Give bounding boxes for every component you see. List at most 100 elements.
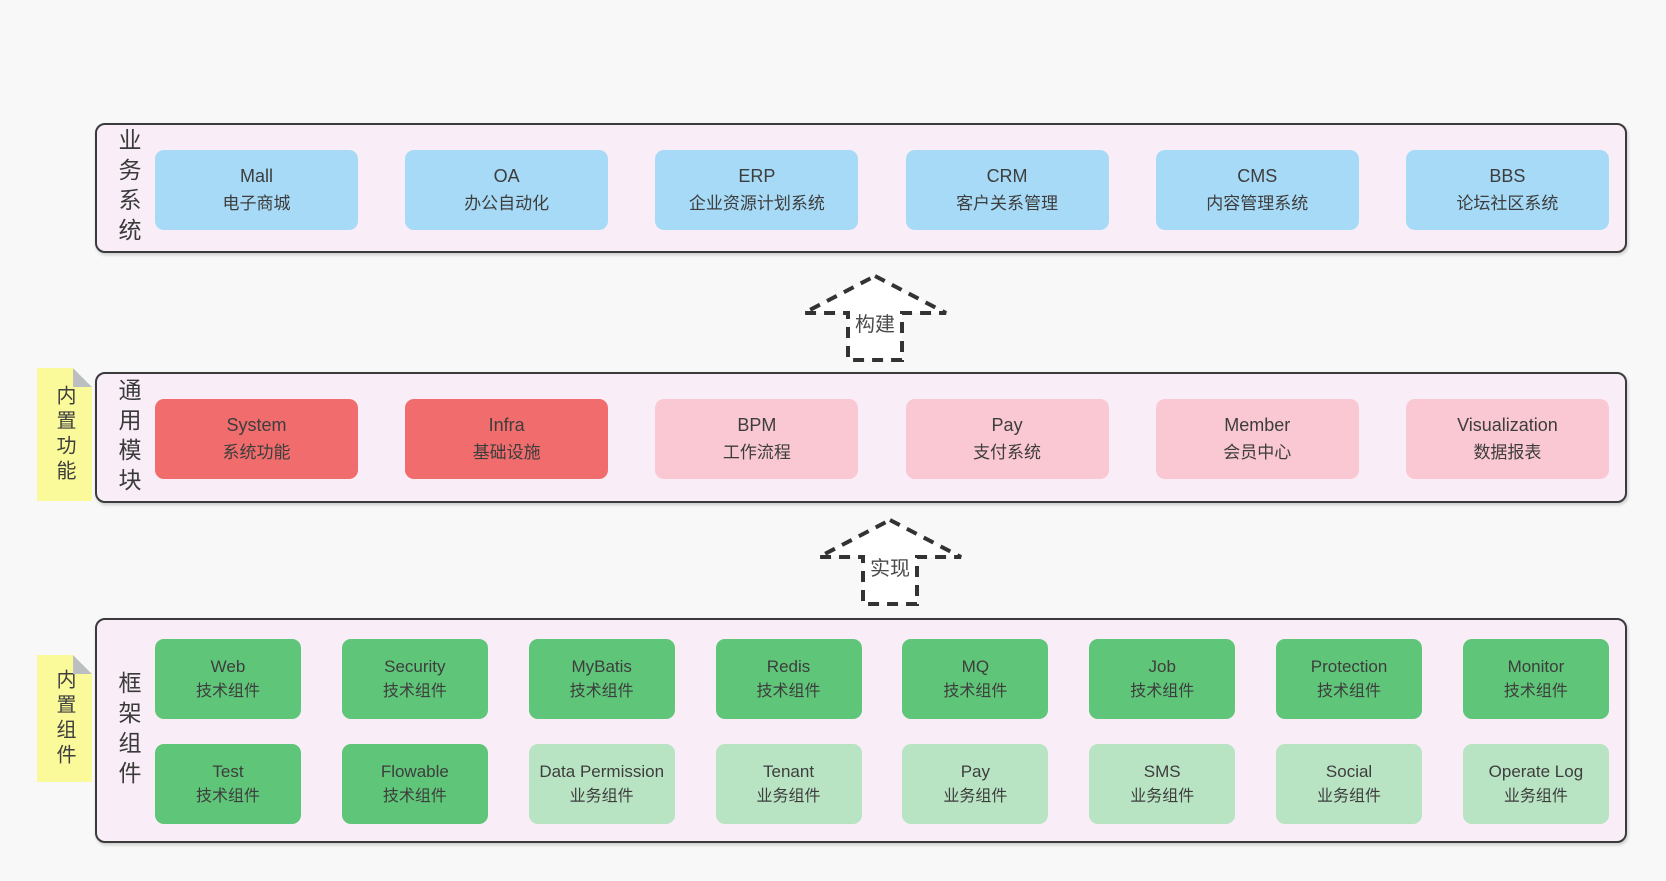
box-crm-en: CRM [986,166,1028,186]
box-bbs-zh: 论坛社区系统 [1456,194,1559,213]
box-mq-zh: 技术组件 [943,683,1008,700]
box-security-zh: 技术组件 [382,683,447,700]
box-crm-zh: 客户关系管理 [956,194,1059,213]
box-job-en: Job [1148,657,1176,676]
box-erp: ERP 企业资源计划系统 [655,150,859,230]
box-sms-en: SMS [1143,762,1181,781]
box-mall-en: Mall [239,166,273,186]
box-social: Social 业务组件 [1276,744,1423,824]
box-oa-zh: 办公自动化 [464,194,550,213]
box-job: Job 技术组件 [1089,639,1236,719]
box-infra-zh: 基础设施 [472,443,541,462]
build-arrow-label: 构建 [852,307,898,338]
box-test: Test 技术组件 [155,744,301,824]
note-builtin-components-text: 内置组件 [53,668,75,769]
box-mq-en: MQ [961,657,990,676]
box-erp-en: ERP [738,166,776,186]
box-cms-en: CMS [1237,166,1278,186]
implement-arrow: 实现 [817,517,963,607]
box-monitor-en: Monitor [1507,657,1565,676]
box-mybatis: MyBatis 技术组件 [528,639,675,719]
box-social-en: Social [1325,762,1373,781]
box-infra-en: Infra [488,415,525,435]
folded-corner-icon [73,368,92,387]
box-member: Member 会员中心 [1155,399,1359,479]
business-box-row: Mall 电子商城 OA 办公自动化 ERP 企业资源计划系统 CRM 客户关系… [155,150,1609,230]
box-system-zh: 系统功能 [222,443,291,462]
box-redis-en: Redis [766,657,811,676]
box-tenant-zh: 业务组件 [756,788,821,805]
panel-business-label: 业务系统 [115,128,141,248]
modules-box-row: System 系统功能 Infra 基础设施 BPM 工作流程 Pay 支付系统… [155,399,1609,479]
box-security: Security 技术组件 [341,639,488,719]
box-protection-en: Protection [1310,657,1388,676]
box-flowable-zh: 技术组件 [382,788,447,805]
panel-common-modules: 通用模块 System 系统功能 Infra 基础设施 BPM 工作流程 Pay… [95,372,1627,503]
box-erp-zh: 企业资源计划系统 [688,194,825,213]
box-system-en: System [226,415,287,435]
framework-box-row-2: Test 技术组件 Flowable 技术组件 Data Permission … [155,744,1609,824]
box-bpm-en: BPM [737,415,777,435]
panel-modules-label: 通用模块 [115,377,141,498]
box-bbs: BBS 论坛社区系统 [1405,150,1609,230]
panel-framework-label: 框架组件 [115,670,141,791]
box-mall-zh: 电子商城 [222,194,291,213]
box-operate-log-en: Operate Log [1488,762,1584,781]
box-member-zh: 会员中心 [1223,443,1292,462]
box-protection: Protection 技术组件 [1276,639,1423,719]
box-pay-module-zh: 支付系统 [973,443,1042,462]
box-operate-log: Operate Log 业务组件 [1462,744,1609,824]
box-flowable: Flowable 技术组件 [341,744,488,824]
box-visualization-zh: 数据报表 [1473,443,1542,462]
box-oa: OA 办公自动化 [405,150,609,230]
implement-arrow-label: 实现 [867,551,913,582]
box-pay-component-zh: 业务组件 [943,788,1008,805]
box-crm: CRM 客户关系管理 [905,150,1109,230]
box-security-en: Security [384,657,446,676]
box-monitor-zh: 技术组件 [1503,683,1568,700]
box-social-zh: 业务组件 [1317,788,1382,805]
box-visualization-en: Visualization [1457,415,1558,435]
box-visualization: Visualization 数据报表 [1405,399,1609,479]
box-web-zh: 技术组件 [195,683,260,700]
box-oa-en: OA [493,166,520,186]
box-redis-zh: 技术组件 [756,683,821,700]
panel-framework-components: 框架组件 Web 技术组件 Security 技术组件 MyBatis 技术组件… [95,618,1627,843]
box-mall: Mall 电子商城 [155,150,358,230]
box-sms: SMS 业务组件 [1089,744,1236,824]
box-system: System 系统功能 [155,399,358,479]
box-tenant: Tenant 业务组件 [715,744,862,824]
framework-box-row-1: Web 技术组件 Security 技术组件 MyBatis 技术组件 Redi… [155,639,1609,719]
box-cms: CMS 内容管理系统 [1155,150,1359,230]
panel-business-systems: 业务系统 Mall 电子商城 OA 办公自动化 ERP 企业资源计划系统 CRM… [95,123,1627,253]
box-redis: Redis 技术组件 [715,639,862,719]
box-web: Web 技术组件 [155,639,301,719]
box-pay-module: Pay 支付系统 [905,399,1109,479]
box-operate-log-zh: 业务组件 [1503,788,1568,805]
box-protection-zh: 技术组件 [1317,683,1382,700]
box-job-zh: 技术组件 [1130,683,1195,700]
build-arrow: 构建 [802,273,948,363]
box-test-en: Test [212,762,244,781]
box-data-permission: Data Permission 业务组件 [528,744,675,824]
sticky-note-builtin-components: 内置组件 [37,655,92,782]
box-mq: MQ 技术组件 [902,639,1049,719]
box-test-zh: 技术组件 [195,788,260,805]
box-web-en: Web [210,657,246,676]
box-pay-component-en: Pay [960,762,991,781]
box-infra: Infra 基础设施 [405,399,609,479]
folded-corner-icon [73,655,92,674]
sticky-note-builtin-features: 内置功能 [37,368,92,501]
box-mybatis-en: MyBatis [571,657,632,676]
box-bpm: BPM 工作流程 [655,399,859,479]
box-tenant-en: Tenant [763,762,815,781]
box-cms-zh: 内容管理系统 [1206,194,1309,213]
box-flowable-en: Flowable [380,762,449,781]
box-monitor: Monitor 技术组件 [1462,639,1609,719]
box-data-permission-zh: 业务组件 [569,788,634,805]
box-pay-component: Pay 业务组件 [902,744,1049,824]
note-builtin-features-text: 内置功能 [53,384,75,485]
box-member-en: Member [1224,415,1291,435]
box-bpm-zh: 工作流程 [722,443,791,462]
